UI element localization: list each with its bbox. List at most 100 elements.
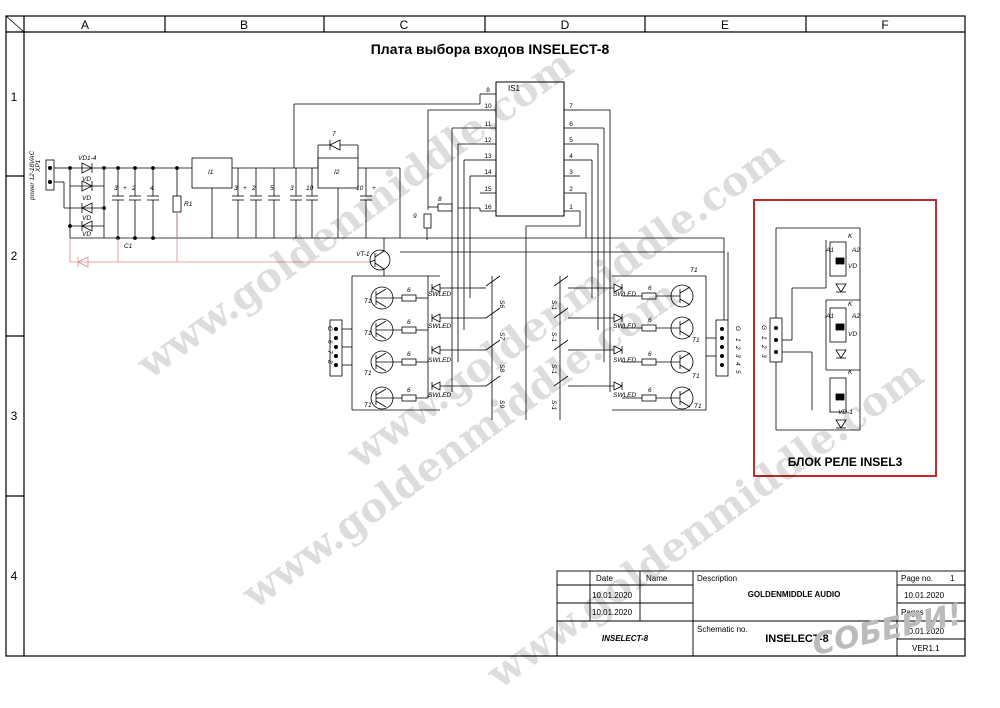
schematic-label: Schematic no.	[697, 625, 748, 634]
diode-label: VD	[82, 215, 91, 222]
driver-right	[580, 275, 729, 411]
column-label: F	[881, 18, 888, 32]
switch-label: S-1	[550, 300, 557, 311]
t1-label: T1	[364, 298, 372, 305]
swled-label: SWLED	[428, 323, 451, 330]
swled-label: SWLED	[613, 392, 636, 399]
switch-label: S6	[498, 300, 505, 308]
switch-label: S-1	[550, 332, 557, 343]
column-label: B	[240, 18, 248, 32]
ic-pin: 7	[569, 103, 573, 110]
cap-label: 3	[290, 185, 294, 192]
switch-label: S8	[498, 364, 505, 372]
column-labels: A B C D E F	[81, 18, 889, 32]
t1-label: T1	[692, 373, 700, 380]
ic-is1	[400, 81, 729, 420]
t1-label: T1	[690, 267, 698, 274]
watermark-layer: www.goldenmiddle.com www.goldenmiddle.co…	[127, 40, 932, 698]
t1-label: T1	[364, 402, 372, 409]
cap-label: 3	[234, 185, 238, 192]
project-left: INSELECT-8	[602, 634, 649, 643]
stamp-logo: СОБЕРИ!	[809, 597, 965, 663]
swled-label: SWLED	[613, 291, 636, 298]
ic-pin: 4	[569, 153, 573, 160]
name-header: Name	[646, 574, 668, 583]
connector-ref: G	[760, 325, 767, 330]
feedback-line	[69, 212, 370, 268]
page-no-value: 1	[950, 574, 955, 583]
r6-label: 6	[648, 387, 652, 394]
r6-label: 6	[648, 351, 652, 358]
drawing-frame	[5, 15, 966, 657]
diode-label: VD	[82, 231, 91, 238]
connector-pin: 2	[734, 345, 741, 350]
switch-label: S7	[498, 332, 505, 340]
xp1-label: XP1	[35, 159, 42, 173]
switch-label: S9	[498, 400, 505, 408]
driver-left	[329, 275, 480, 411]
r6-label: 6	[407, 387, 411, 394]
page-no-label: Page no.	[901, 574, 933, 583]
cap-plus: +	[372, 185, 376, 192]
ic-pin: 13	[484, 153, 492, 160]
diode-label: VD	[82, 195, 91, 202]
cap-plus: +	[123, 185, 127, 192]
t1-label: T1	[364, 330, 372, 337]
i1-label: I1	[208, 169, 214, 176]
cap-label: 4	[150, 185, 154, 192]
r6-label: 6	[648, 285, 652, 292]
connector-ref: G	[734, 326, 741, 331]
connector-pin: 3	[760, 354, 767, 358]
description-label: Description	[697, 574, 737, 583]
row-label: 4	[11, 569, 18, 583]
connector-pin: 4	[734, 362, 741, 366]
connector-pin: 1	[760, 336, 767, 340]
cap-label: 10	[356, 185, 364, 192]
power-input	[45, 103, 480, 240]
r6-label: 6	[407, 319, 411, 326]
connector-ref: G	[326, 326, 333, 331]
relay-block: G 1 2 3 K K K A1 A1 A2 A2 VD VD VD-1 БЛО…	[753, 199, 937, 477]
r1-label: R1	[184, 201, 193, 208]
c1-label: C1	[124, 243, 133, 250]
row-labels: 1 2 3 4	[11, 90, 18, 583]
ic-pin: 2	[569, 186, 573, 193]
company-name: GOLDENMIDDLE AUDIO	[748, 590, 841, 599]
power-label: power 12-18VAC	[29, 151, 36, 201]
bridge-label: VD1-4	[78, 155, 97, 162]
r6-label: 6	[648, 317, 652, 324]
switch-label: S-1	[550, 400, 557, 411]
ic-pin: 11	[485, 121, 492, 128]
cap-label: 2	[131, 185, 136, 192]
version-value: VER1.1	[912, 644, 940, 653]
vt1-label: VT-1	[356, 251, 370, 258]
cap-label: 3	[114, 185, 118, 192]
connector-pin: 2	[760, 344, 767, 349]
connector-pin: 3	[734, 354, 741, 358]
column-label: A	[81, 18, 89, 32]
t1-label: T1	[364, 370, 372, 377]
title-block	[556, 570, 966, 657]
ic-label: IS1	[508, 84, 521, 93]
ic-pin: 15	[484, 186, 492, 193]
pages-label: Pages	[901, 608, 924, 617]
column-label: E	[721, 18, 729, 32]
r9-label: 9	[413, 213, 417, 220]
relay-vd-label: VD	[848, 331, 857, 338]
date-header: Date	[596, 574, 613, 583]
date-value: 10.01.2020	[592, 608, 633, 617]
cap-label: 5	[270, 185, 274, 192]
cap-plus: +	[243, 185, 247, 192]
r8-label: 8	[438, 196, 442, 203]
ic-pin: 6	[569, 121, 573, 128]
swled-label: SWLED	[428, 357, 451, 364]
connector-pin: 7	[326, 350, 333, 354]
relay-vd-label: VD	[848, 263, 857, 270]
left-labels: T1 T1 T1 T1 6 6 6 6 SWLED SWLED SWLED SW…	[326, 287, 451, 409]
row-label: 2	[11, 249, 18, 263]
switch-array	[480, 275, 580, 420]
connector-pin: 1	[734, 338, 741, 342]
connector-pin: 6	[326, 340, 333, 344]
t1-label: T1	[692, 337, 700, 344]
